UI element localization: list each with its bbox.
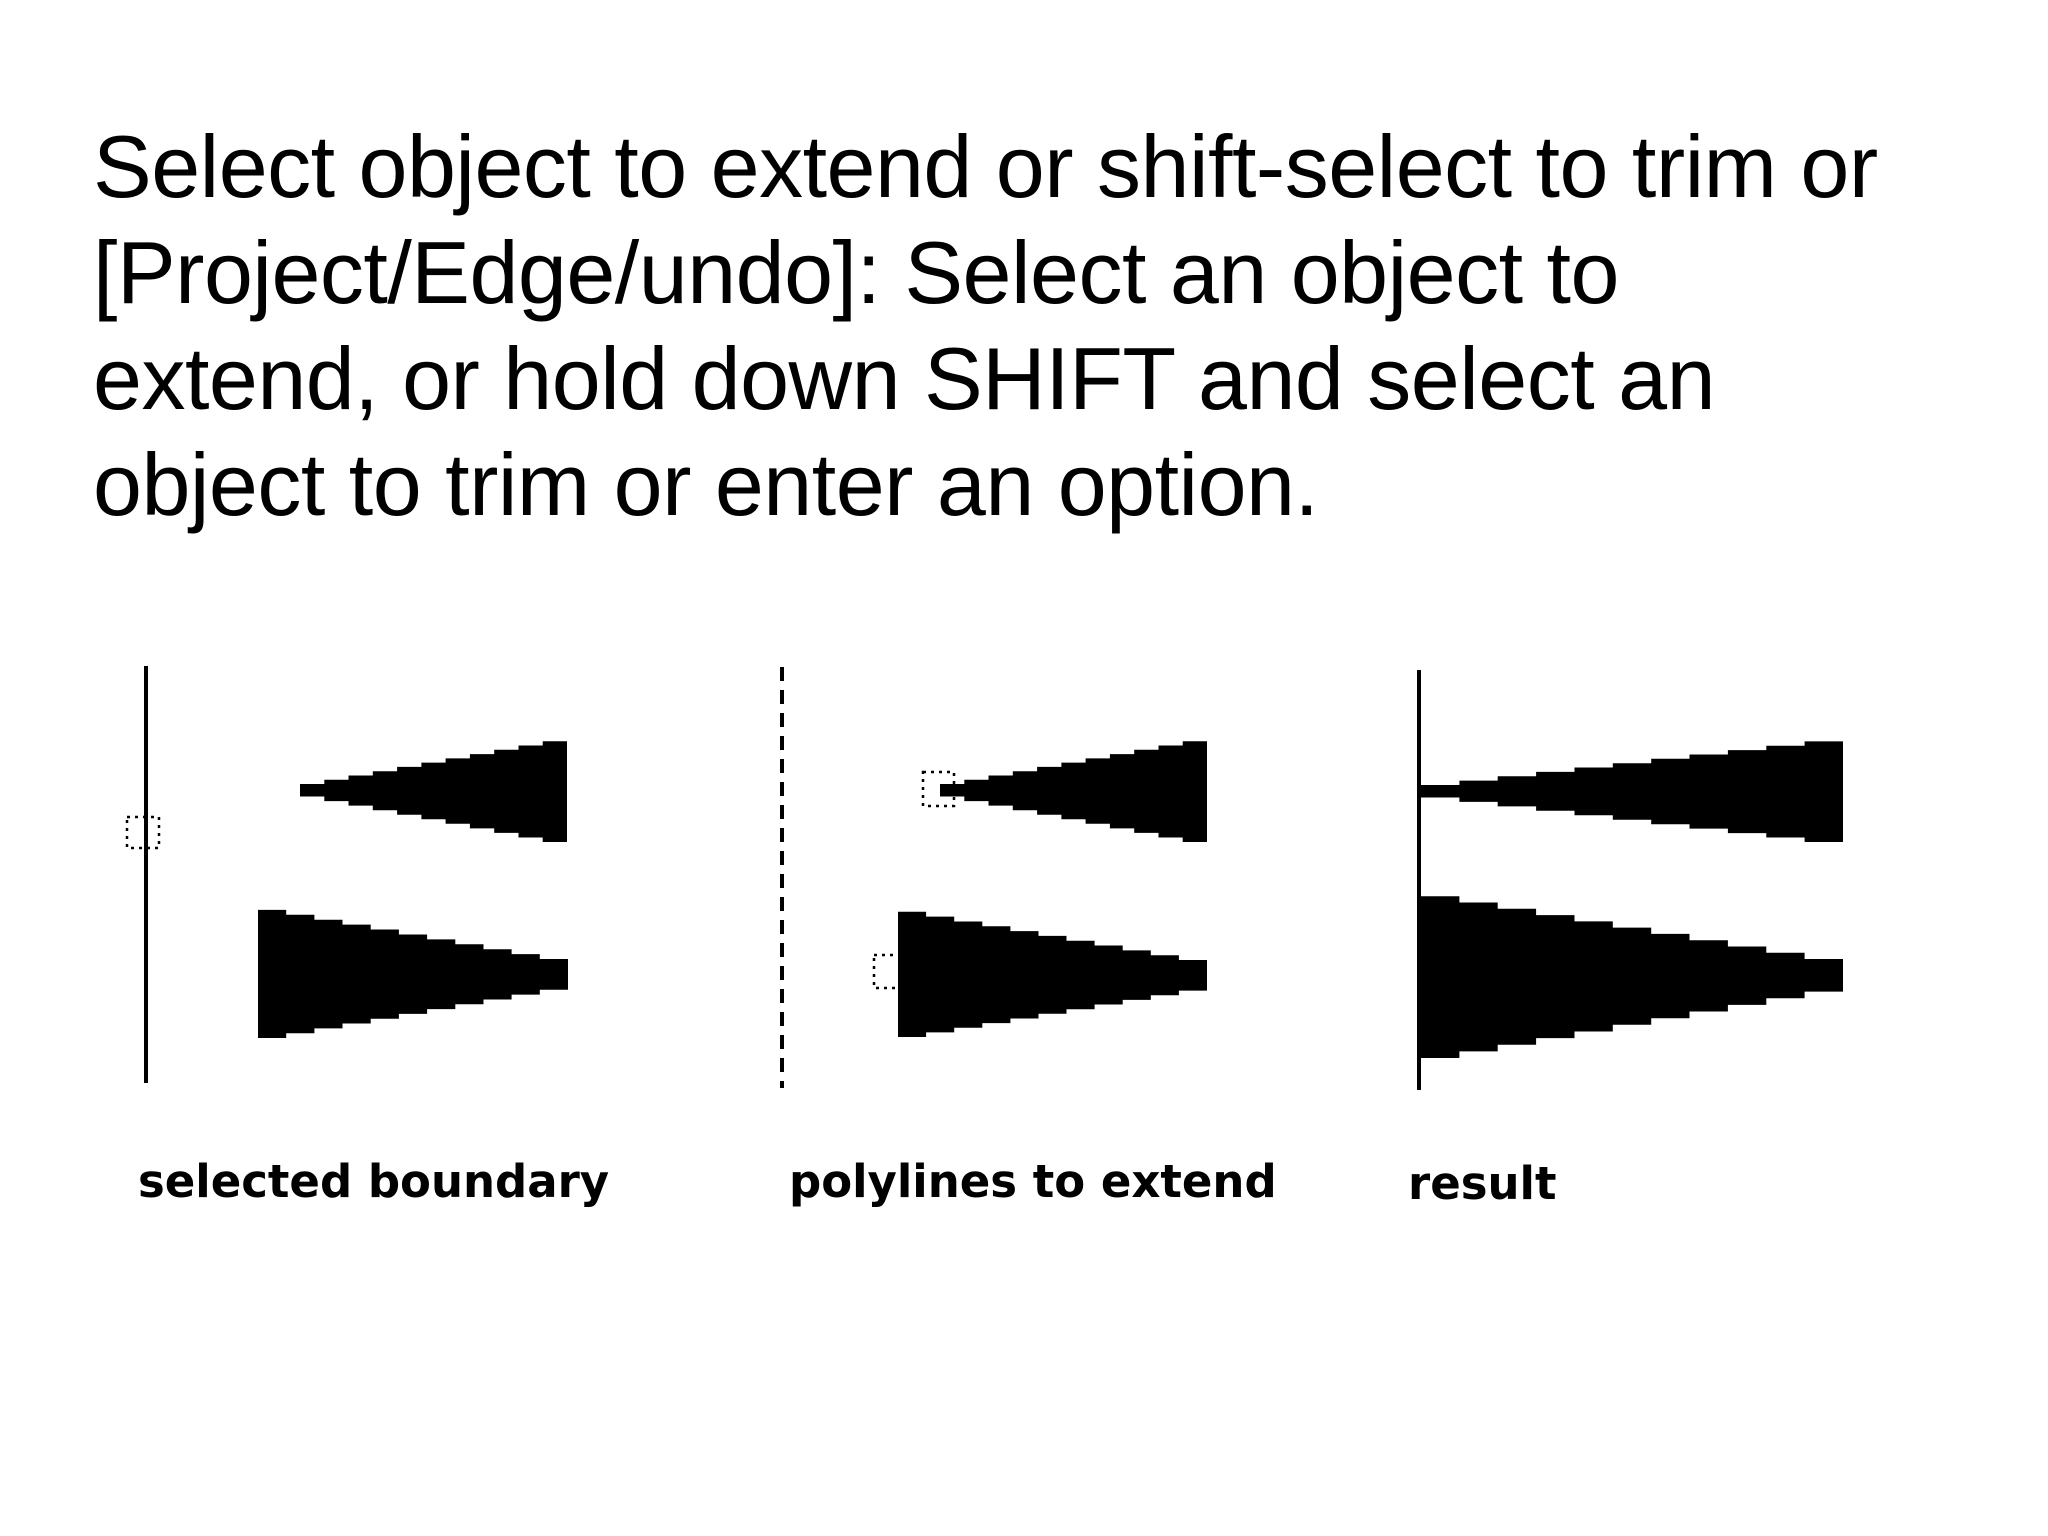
selected-boundary-tapered-polyline (300, 737, 567, 842)
prompt-line-4: object to trim or enter an option. (93, 435, 1319, 534)
selected-boundary-pickbox-marker (125, 815, 161, 850)
caption-result: result (1408, 1157, 1557, 1210)
prompt-line-3: extend, or hold down SHIFT and select an (93, 329, 1716, 428)
polylines-to-extend-tapered-polyline (940, 737, 1207, 842)
selected-boundary-tapered-polyline (258, 905, 568, 1038)
caption-polylines-to-extend: polylines to extend (789, 1155, 1277, 1208)
prompt-line-1: Select object to extend or shift-select … (93, 117, 1878, 216)
prompt-line-2: [Project/Edge/undo]: Select an object to (93, 223, 1619, 322)
polylines-to-extend-tapered-polyline (898, 907, 1207, 1037)
result-tapered-polyline (1421, 737, 1843, 842)
result-tapered-polyline (1421, 890, 1843, 1058)
command-prompt-text: Select object to extend or shift-select … (93, 114, 2013, 538)
caption-selected-boundary: selected boundary (138, 1155, 610, 1208)
